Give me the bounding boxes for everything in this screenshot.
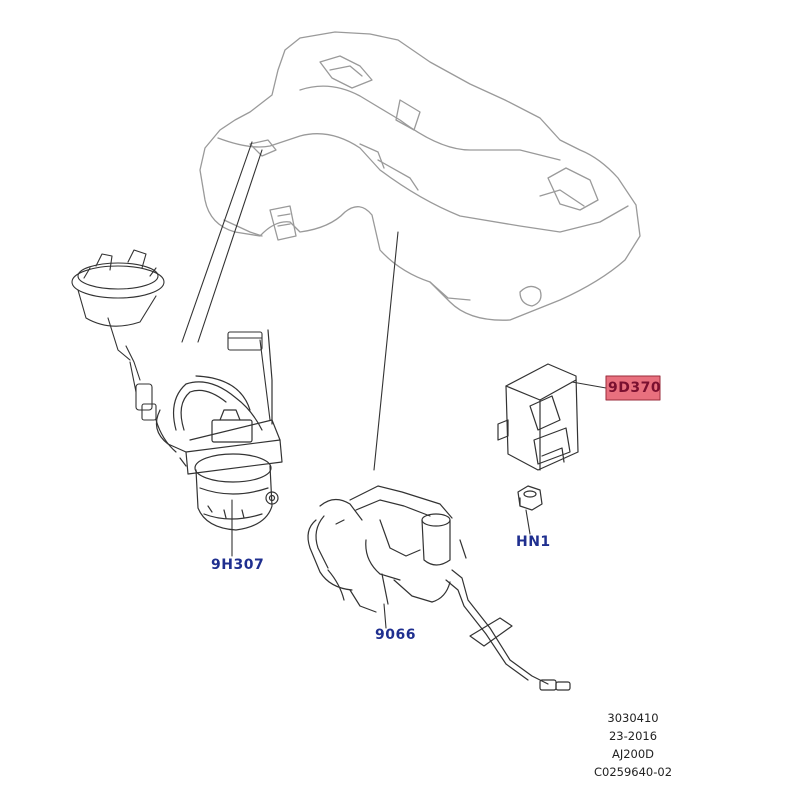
nut xyxy=(517,485,543,511)
sealing-ring xyxy=(227,331,263,351)
drawing-reference-block: 3030410 23-2016 AJ200D C0259640-02 xyxy=(583,709,683,781)
fuel-pump-driver-module xyxy=(497,363,579,471)
callout-9066[interactable]: 9066 xyxy=(375,627,416,643)
reference-line-3: AJ200D xyxy=(611,747,655,761)
callout-9h307[interactable]: 9H307 xyxy=(211,557,265,573)
highlight-box xyxy=(605,375,661,401)
leader-lines xyxy=(181,141,607,629)
fuel-pump-module xyxy=(155,329,283,531)
reference-line-4: C0259640-02 xyxy=(593,765,673,779)
callout-hn1[interactable]: HN1 xyxy=(516,534,551,550)
reference-line-1: 3030410 xyxy=(607,711,659,725)
locking-ring-assembly xyxy=(71,249,165,421)
callout-9d370[interactable]: 9D370 xyxy=(608,380,662,396)
reference-line-2: 23-2016 xyxy=(608,729,658,743)
fuel-sender-unit xyxy=(307,485,571,691)
fuel-tank xyxy=(199,31,641,321)
